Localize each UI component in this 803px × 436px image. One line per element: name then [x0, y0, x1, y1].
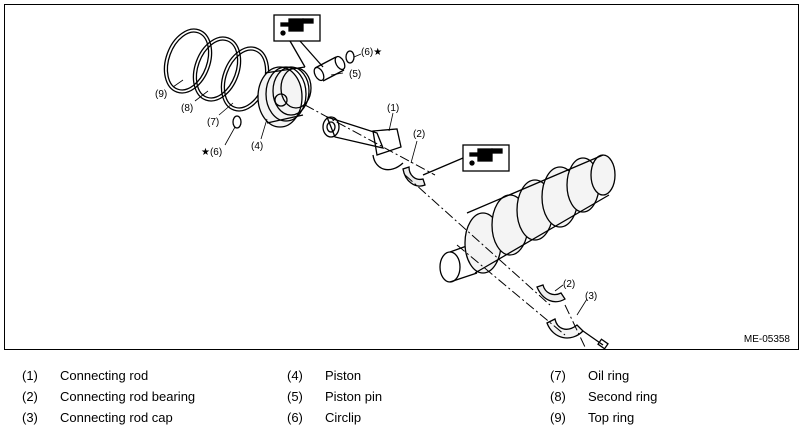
callout-bearing-lower: (2) [563, 279, 575, 290]
connecting-rod [322, 115, 404, 171]
callout-circlip-left: ★(6) [201, 147, 222, 158]
piston-pin [313, 55, 346, 82]
callout-bearing-upper: (2) [413, 129, 425, 140]
legend-item: (4) Piston [287, 368, 361, 383]
callout-piston-pin: (5) [349, 69, 361, 80]
legend-number: (1) [22, 368, 38, 383]
cap-bolt [582, 330, 609, 350]
legend-number: (5) [287, 389, 303, 404]
callout-oil-ring: (7) [207, 117, 219, 128]
legend-label: Connecting rod [60, 368, 149, 383]
legend-label: Circlip [325, 410, 362, 425]
legend-label: Top ring [588, 410, 635, 425]
circlip-top [345, 50, 355, 64]
callout-piston: (4) [251, 141, 263, 152]
legend-label: Connecting rod cap [60, 410, 173, 425]
legend-item: (3) Connecting rod cap [22, 410, 173, 425]
legend-label: Piston pin [325, 389, 383, 404]
legend-number: (8) [550, 389, 566, 404]
legend-number: (3) [22, 410, 38, 425]
legend-label: Oil ring [588, 368, 630, 383]
connecting-rod-bearing-lower [536, 284, 566, 303]
oil-can-icon [422, 144, 510, 176]
exploded-view-diagram: (9) (8) (7) (6)★ (5) (4) ★(6) (1) (2) (2… [155, 14, 616, 350]
oil-can-icon [273, 14, 324, 68]
legend-item: (5) Piston pin [287, 389, 382, 404]
top-ring [163, 28, 213, 94]
figure-id: ME-05358 [743, 334, 790, 345]
connecting-rod-cap [546, 318, 584, 339]
legend-item: (2) Connecting rod bearing [22, 389, 195, 404]
piston [257, 66, 312, 128]
callout-top-ring: (9) [155, 89, 167, 100]
second-ring [192, 36, 242, 102]
legend-number: (7) [550, 368, 566, 383]
callout-circlip-top: (6)★ [361, 47, 382, 58]
circlip-left [232, 115, 242, 129]
legend-item: (1) Connecting rod [22, 368, 148, 383]
legend-item: (7) Oil ring [550, 368, 629, 383]
callout-connecting-rod: (1) [387, 103, 399, 114]
legend-number: (6) [287, 410, 303, 425]
legend-item: (9) Top ring [550, 410, 634, 425]
callout-rod-cap: (3) [585, 291, 597, 302]
legend-item: (8) Second ring [550, 389, 657, 404]
callout-second-ring: (8) [181, 103, 193, 114]
legend-label: Second ring [588, 389, 658, 404]
legend-number: (2) [22, 389, 38, 404]
legend-item: (6) Circlip [287, 410, 361, 425]
legend-number: (4) [287, 368, 303, 383]
parts-legend: (1) Connecting rod (2) Connecting rod be… [0, 358, 803, 436]
legend-label: Piston [325, 368, 362, 383]
legend-number: (9) [550, 410, 566, 425]
connecting-rod-bearing-upper [402, 166, 426, 187]
diagram-frame: (9) (8) (7) (6)★ (5) (4) ★(6) (1) (2) (2… [4, 4, 799, 350]
crankshaft [439, 154, 616, 283]
legend-label: Connecting rod bearing [60, 389, 196, 404]
